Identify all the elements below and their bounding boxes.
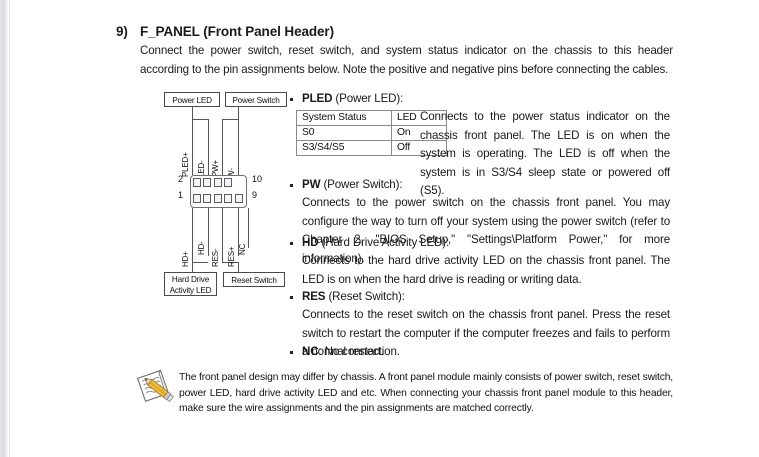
pin-5	[214, 194, 222, 203]
lead-res-plus	[238, 208, 239, 256]
lead-pled-minus	[208, 119, 209, 175]
bullet-marker	[290, 296, 293, 299]
lead-res-stem	[238, 262, 239, 272]
pin-3	[203, 194, 211, 203]
note-callout: The front panel design may differ by cha…	[133, 366, 673, 422]
diagram-box-reset-switch: Reset Switch	[223, 272, 285, 287]
pin-label-res-minus: RES-	[211, 248, 220, 267]
pin-number-bottom-right: 9	[252, 190, 258, 200]
bullet-marker	[290, 184, 293, 187]
lead-hd-stem	[192, 262, 193, 272]
section-number: 9)	[116, 24, 128, 39]
bullet-marker	[290, 242, 293, 245]
bullet-marker	[290, 98, 293, 101]
pled-status-table: System Status LED S0 On S3/S4/S5 Off	[296, 110, 447, 156]
table-row-header: System Status LED	[296, 110, 447, 126]
bullet-pled-heading: PLED (Power LED):	[302, 92, 404, 105]
pin-number-bottom-left: 1	[178, 190, 184, 200]
pin-8	[224, 178, 232, 187]
bullet-marker	[290, 351, 293, 354]
lead-pled-bridge	[192, 119, 208, 120]
bullet-hd-body: Connects to the hard drive activity LED …	[302, 254, 670, 286]
notepad-pencil-icon	[133, 368, 179, 408]
page-edge-gutter	[0, 0, 9, 457]
lead-pw-plus	[222, 119, 223, 175]
lead-res-bridge	[222, 262, 239, 263]
pin-4	[203, 178, 211, 187]
cell-status-s0: S0	[296, 125, 392, 141]
pin-9	[235, 194, 243, 203]
table-row: S3/S4/S5 Off	[296, 140, 447, 156]
pin-label-res-plus: RES+	[227, 246, 236, 267]
cell-led-off: Off	[391, 140, 447, 156]
lead-pw-minus	[238, 119, 239, 175]
pled-description-text: Connects to the power status indicator o…	[420, 110, 670, 197]
note-text: The front panel design may differ by cha…	[179, 372, 673, 414]
bullet-nc-heading: NC: No connection.	[302, 345, 400, 358]
pin-7	[224, 194, 232, 203]
bullet-pw-body: Connects to the power switch on the chas…	[302, 196, 670, 265]
page-edge-line	[9, 0, 10, 457]
pin-header-body	[190, 175, 247, 208]
bullet-res-heading: RES (Reset Switch):	[302, 290, 405, 303]
page-title: F_PANEL (Front Panel Header)	[140, 24, 334, 39]
pin-number-top-left: 2	[178, 174, 184, 184]
pin-6	[214, 178, 222, 187]
cell-status-s3s4s5: S3/S4/S5	[296, 140, 392, 156]
pin-number-top-right: 10	[252, 174, 263, 184]
table-header-system-status: System Status	[296, 110, 392, 126]
lead-pled-stem	[192, 107, 193, 119]
bullet-res-body: Connects to the reset switch on the chas…	[302, 308, 670, 358]
pin-1	[193, 194, 201, 203]
lead-res-minus	[222, 208, 223, 262]
pin-label-hd-plus: HD+	[181, 251, 190, 267]
lead-hd-plus	[192, 208, 193, 262]
lead-hd-minus	[208, 208, 209, 256]
pin-label-nc: NC	[238, 243, 247, 255]
diagram-box-power-switch: Power Switch	[225, 92, 287, 107]
pin-2	[193, 178, 201, 187]
table-header-led: LED	[391, 110, 447, 126]
f-panel-connector-diagram: Power LED Power Switch PLED+ PLED- PW+ P…	[160, 90, 290, 296]
pin-10-blank	[235, 178, 243, 187]
lead-pled-plus	[192, 119, 193, 175]
bullet-pw-heading: PW (Power Switch):	[302, 178, 403, 191]
lead-pw-stem	[238, 107, 239, 119]
section-intro-text: Connect the power switch, reset switch, …	[140, 44, 673, 76]
diagram-box-hard-drive-activity-led: Hard Drive Activity LED	[164, 272, 217, 296]
lead-nc	[248, 208, 249, 248]
diagram-box-power-led: Power LED	[164, 92, 220, 107]
lead-hd-bridge	[192, 262, 208, 263]
pin-label-hd-minus: HD-	[197, 241, 206, 255]
bullet-hd-heading: HD (Hard Drive Activity LED):	[302, 236, 450, 249]
lead-pw-bridge	[222, 119, 239, 120]
